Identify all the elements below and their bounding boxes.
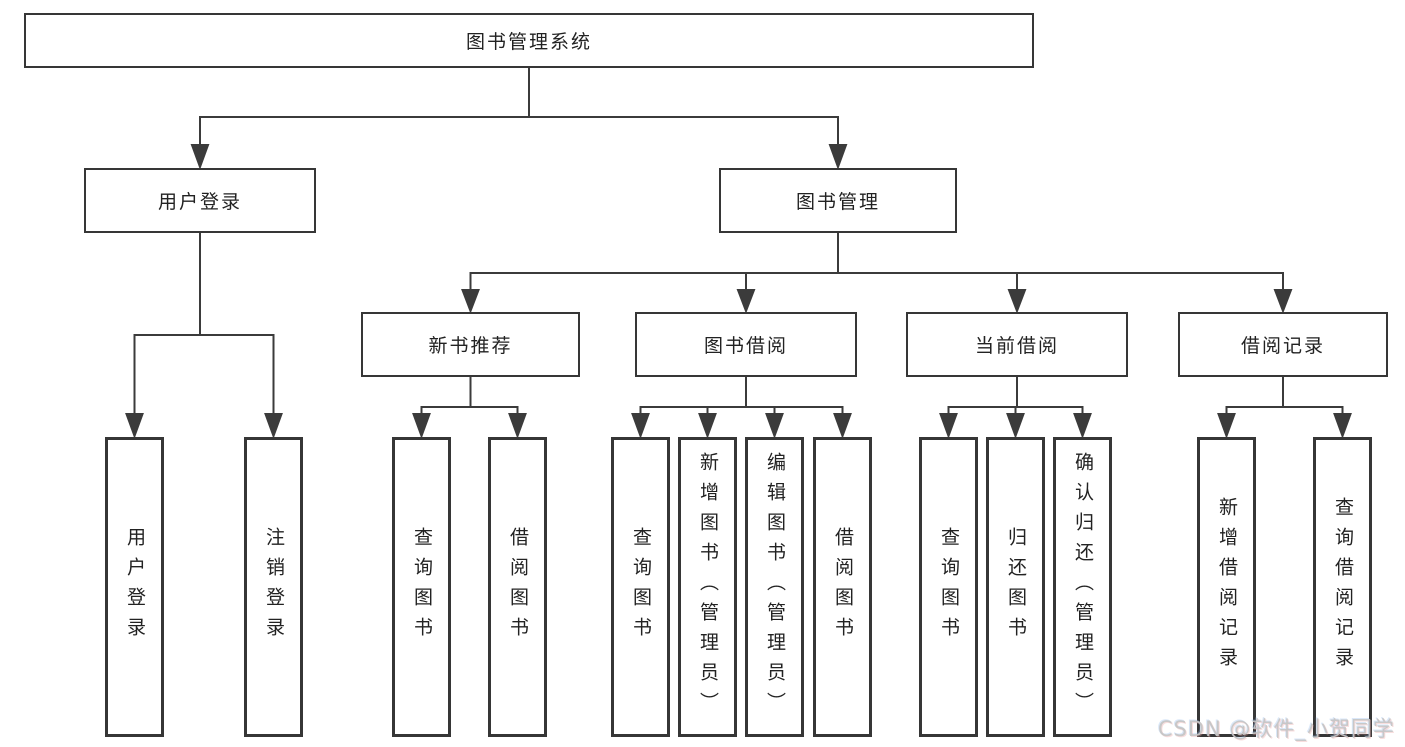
node-new-book-recommend: 新书推荐 [361, 312, 580, 377]
leaf-label: 查询借阅记录 [1332, 497, 1354, 677]
leaf-query-books-borrow: 查询图书 [611, 437, 670, 737]
node-label: 当前借阅 [974, 335, 1059, 357]
node-borrow-records: 借阅记录 [1178, 312, 1388, 377]
leaf-add-book-admin: 新增图书（管理员） [678, 437, 737, 737]
leaf-query-books-current: 查询图书 [919, 437, 978, 737]
leaf-label: 新增图书（管理员） [697, 452, 719, 722]
leaf-label: 新增借阅记录 [1216, 497, 1238, 677]
leaf-label: 用户登录 [124, 527, 146, 647]
leaf-add-borrow-record: 新增借阅记录 [1197, 437, 1256, 737]
node-root: 图书管理系统 [24, 13, 1034, 68]
node-label: 新书推荐 [428, 335, 513, 357]
node-label: 图书管理 [795, 191, 880, 213]
connector-root-to-level2 [190, 68, 848, 170]
leaf-label: 归还图书 [1005, 527, 1027, 647]
watermark: CSDN @软件_小贺同学 [1157, 717, 1395, 741]
node-book-borrow: 图书借阅 [635, 312, 857, 377]
node-current-borrow: 当前借阅 [906, 312, 1128, 377]
leaf-user-login: 用户登录 [105, 437, 164, 737]
node-label: 借阅记录 [1240, 335, 1325, 357]
connector-new-book-recommend-children [412, 377, 527, 439]
leaf-borrow-books-recommend: 借阅图书 [488, 437, 547, 737]
connector-book-borrow-children [631, 377, 852, 439]
connector-borrow-records-children [1217, 377, 1352, 439]
connector-current-borrow-children [939, 377, 1092, 439]
leaf-label: 编辑图书（管理员） [764, 452, 786, 722]
node-label: 图书管理系统 [465, 31, 592, 53]
leaf-query-borrow-record: 查询借阅记录 [1313, 437, 1372, 737]
node-label: 图书借阅 [703, 335, 788, 357]
node-label: 用户登录 [157, 191, 242, 213]
node-book-management: 图书管理 [719, 168, 957, 233]
leaf-return-book: 归还图书 [986, 437, 1045, 737]
leaf-label: 查询图书 [411, 527, 433, 647]
leaf-label: 确认归还（管理员） [1072, 452, 1094, 722]
leaf-query-books-recommend: 查询图书 [392, 437, 451, 737]
leaf-label: 借阅图书 [832, 527, 854, 647]
leaf-logout: 注销登录 [244, 437, 303, 737]
leaf-edit-book-admin: 编辑图书（管理员） [745, 437, 804, 737]
node-user-login: 用户登录 [84, 168, 316, 233]
leaf-label: 查询图书 [938, 527, 960, 647]
leaf-label: 注销登录 [263, 527, 285, 647]
leaf-confirm-return-admin: 确认归还（管理员） [1053, 437, 1112, 737]
leaf-label: 查询图书 [630, 527, 652, 647]
connector-user-login-children [125, 233, 283, 439]
leaf-borrow-books-borrow: 借阅图书 [813, 437, 872, 737]
connector-book-management-children [461, 233, 1293, 314]
leaf-label: 借阅图书 [507, 527, 529, 647]
